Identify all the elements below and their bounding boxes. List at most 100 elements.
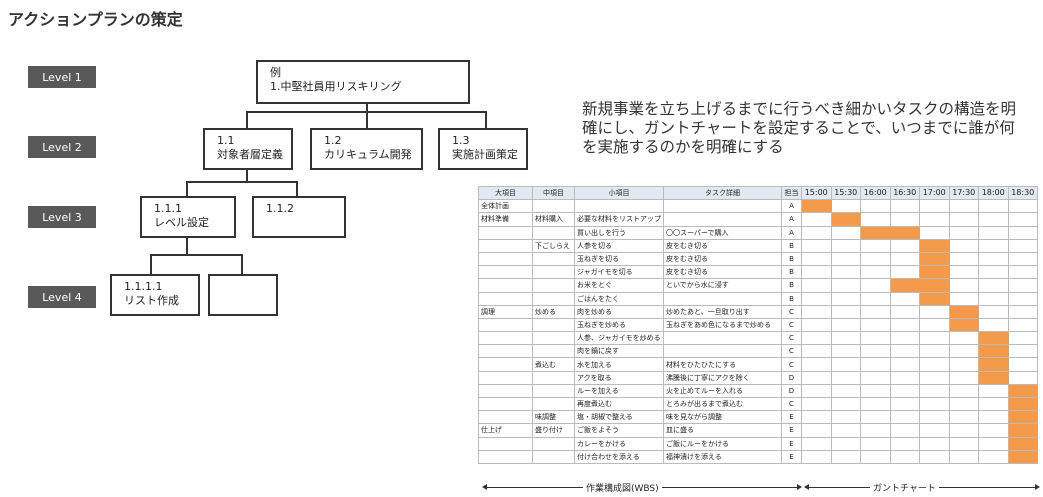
table-cell: お米をとぐ: [574, 278, 664, 293]
table-cell: 盛り付け: [532, 423, 575, 438]
gantt-bar-cell: [919, 238, 950, 253]
gantt-cell: [889, 370, 920, 385]
node-1-2: 1.2 カリキュラム開発: [310, 128, 423, 170]
connector: [150, 254, 242, 256]
table-cell: 人参を切る: [574, 238, 664, 253]
gantt-cell: [889, 212, 920, 227]
gantt-cell: [948, 212, 979, 227]
gantt-cell: [889, 423, 920, 438]
gantt-cell: [919, 225, 950, 240]
level-4-badge: Level 4: [28, 286, 96, 308]
time-header-cell: 18:30: [1007, 185, 1038, 201]
table-cell: 付け合わせを添える: [574, 449, 664, 464]
gantt-bar-cell: [1007, 383, 1038, 399]
table-cell: B: [781, 238, 802, 253]
gantt-cell: [860, 212, 891, 227]
table-cell: [532, 436, 575, 451]
table-cell: B: [781, 291, 802, 306]
gantt-cell: [978, 304, 1009, 319]
gantt-bar-cell: [919, 251, 950, 267]
gantt-cell: [919, 436, 950, 451]
gantt-cell: [830, 436, 861, 451]
level-3-badge: Level 3: [28, 206, 96, 228]
time-header-cell: 16:00: [860, 185, 891, 201]
gantt-cell: [801, 396, 832, 412]
gantt-cell: [801, 344, 832, 359]
table-cell: 人参、ジャガイモを炒める: [574, 331, 664, 346]
gantt-bar-cell: [1007, 396, 1038, 412]
table-cell: [478, 251, 533, 267]
gantt-cell: [919, 396, 950, 412]
gantt-cell: [889, 436, 920, 451]
connector: [246, 111, 248, 128]
gantt-cell: [1007, 238, 1038, 253]
time-header-cell: 16:30: [889, 185, 920, 201]
gantt-bar-cell: [978, 331, 1009, 346]
gantt-cell: [978, 317, 1009, 333]
table-cell: [532, 199, 575, 214]
page-title: アクションプランの策定: [8, 10, 183, 29]
wbs-label: 作業構成図(WBS): [583, 481, 662, 494]
gantt-cell: [919, 357, 950, 372]
table-cell: [532, 265, 575, 280]
gantt-bar-cell: [1007, 410, 1038, 425]
gantt-bar-cell: [978, 370, 1009, 385]
gantt-cell: [948, 278, 979, 293]
gantt-cell: [889, 291, 920, 306]
gantt-cell: [801, 291, 832, 306]
time-header-cell: 17:30: [948, 185, 979, 201]
table-cell: 再度煮込む: [574, 396, 664, 412]
gantt-cell: [801, 331, 832, 346]
gantt-bar-cell: [919, 265, 950, 280]
gantt-cell: [801, 212, 832, 227]
table-cell: [532, 344, 575, 359]
gantt-cell: [830, 410, 861, 425]
gantt-cell: [1007, 304, 1038, 319]
gantt-bar-cell: [830, 212, 861, 227]
gantt-cell: [801, 278, 832, 293]
table-cell: [532, 291, 575, 306]
gantt-cell: [919, 344, 950, 359]
connector: [296, 181, 298, 196]
gantt-cell: [889, 238, 920, 253]
table-cell: D: [781, 370, 802, 385]
table-cell: [532, 449, 575, 464]
gantt-cell: [889, 251, 920, 267]
table-cell: [532, 396, 575, 412]
gantt-cell: [830, 225, 861, 240]
table-cell: [478, 317, 533, 333]
table-cell: A: [781, 212, 802, 227]
table-cell: C: [781, 331, 802, 346]
gantt-cell: [889, 383, 920, 399]
table-cell: [532, 225, 575, 240]
node-1-1-1: 1.1.1 レベル設定: [140, 196, 236, 238]
header-cell: 担当: [781, 185, 802, 201]
gantt-bar-cell: [801, 199, 832, 214]
table-cell: [532, 383, 575, 399]
table-cell: 皮をむき切る: [663, 265, 782, 280]
gantt-cell: [801, 383, 832, 399]
gantt-bar-cell: [919, 278, 950, 293]
table-cell: [478, 278, 533, 293]
gantt-cell: [978, 225, 1009, 240]
table-cell: 煮込む: [532, 357, 575, 372]
table-cell: [478, 410, 533, 425]
gantt-cell: [978, 251, 1009, 267]
time-header-cell: 15:30: [830, 185, 861, 201]
table-cell: [663, 331, 782, 346]
gantt-cell: [978, 436, 1009, 451]
gantt-cell: [919, 199, 950, 214]
table-cell: [478, 331, 533, 346]
table-cell: [532, 278, 575, 293]
table-cell: ルーを加える: [574, 383, 664, 399]
gantt-cell: [919, 370, 950, 385]
table-cell: 炒めたあと、一旦取り出す: [663, 304, 782, 319]
table-cell: [478, 238, 533, 253]
